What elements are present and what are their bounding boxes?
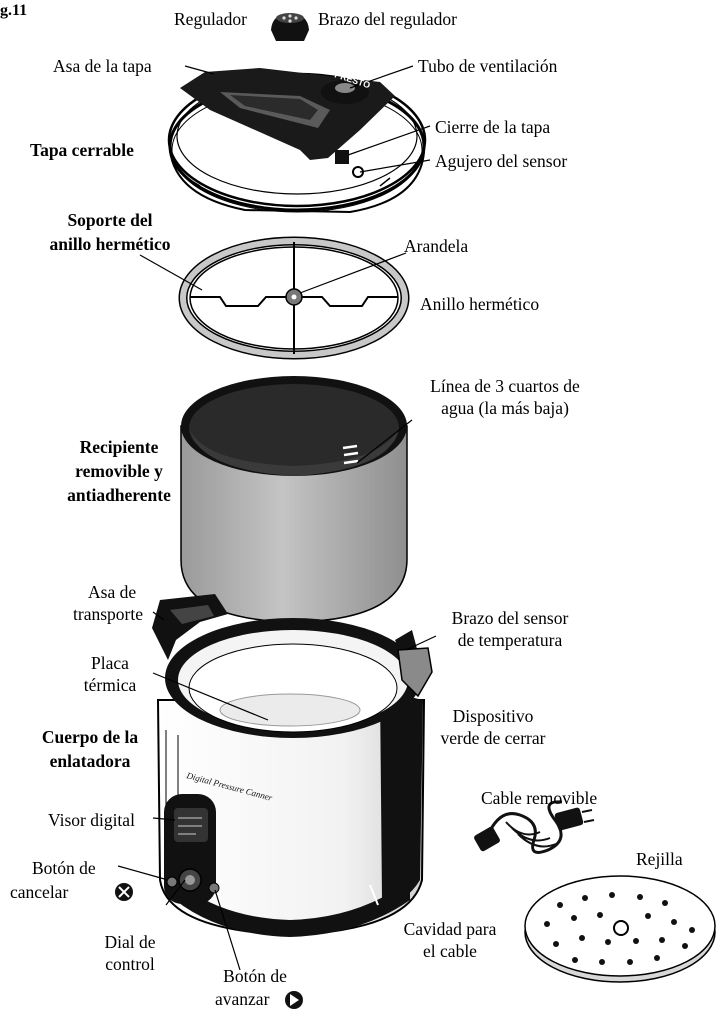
removable-pot-illustration [181,376,407,622]
rack-illustration [525,876,715,982]
label-boton-avanzar-line2: avanzar [215,989,269,1010]
figure-tag: g.11 [0,0,27,21]
label-dial-line1: Dial de [85,932,175,953]
power-cord-illustration [473,802,594,853]
regulator-illustration [271,13,309,41]
label-boton-cancelar-line2: cancelar [10,882,68,903]
label-cuerpo-line1: Cuerpo de la [20,727,160,748]
label-cierre-tapa: Cierre de la tapa [435,117,550,138]
label-dial-line2: control [85,954,175,975]
label-brazo-sensor-line2: de temperatura [425,630,595,651]
canner-body-illustration [152,594,432,937]
label-brazo-regulador: Brazo del regulador [318,9,457,30]
label-recipiente-line2: removible y [44,461,194,482]
label-recipiente-line3: antiadherente [44,485,194,506]
sealing-ring-illustration [183,241,405,355]
label-tubo-ventilacion: Tubo de ventilación [418,56,557,77]
label-soporte-anillo-line1: Soporte del [40,210,180,231]
label-asa-transporte-line1: Asa de [88,582,136,603]
advance-arrow-icon [285,991,303,1009]
label-linea-agua-line1: Línea de 3 cuartos de [395,376,615,397]
label-anillo-hermetico: Anillo hermético [420,294,539,315]
label-dispositivo-line2: verde de cerrar [428,728,558,749]
label-cavidad-line1: Cavidad para [385,919,515,940]
label-tapa-cerrable: Tapa cerrable [30,140,134,161]
label-brazo-sensor-line1: Brazo del sensor [425,608,595,629]
cancel-x-icon [115,883,133,901]
label-agujero-sensor: Agujero del sensor [435,151,567,172]
label-placa-termica-line2: térmica [65,675,155,696]
label-regulador: Regulador [174,9,247,30]
label-cable-removible: Cable removible [481,788,597,809]
label-boton-avanzar-line1: Botón de [205,966,305,987]
label-recipiente-line1: Recipiente [44,437,194,458]
label-placa-termica-line1: Placa [65,653,155,674]
label-asa-tapa: Asa de la tapa [53,56,152,77]
label-asa-transporte-line2: transporte [73,604,143,625]
label-visor-digital: Visor digital [48,810,135,831]
label-soporte-anillo-line2: anillo hermético [25,234,195,255]
label-arandela: Arandela [404,236,468,257]
label-linea-agua-line2: agua (la más baja) [395,398,615,419]
label-dispositivo-line1: Dispositivo [428,706,558,727]
lid-illustration [169,68,425,212]
label-boton-cancelar-line1: Botón de [32,858,96,879]
label-cavidad-line2: el cable [385,941,515,962]
label-rejilla: Rejilla [636,849,683,870]
label-cuerpo-line2: enlatadora [20,751,160,772]
